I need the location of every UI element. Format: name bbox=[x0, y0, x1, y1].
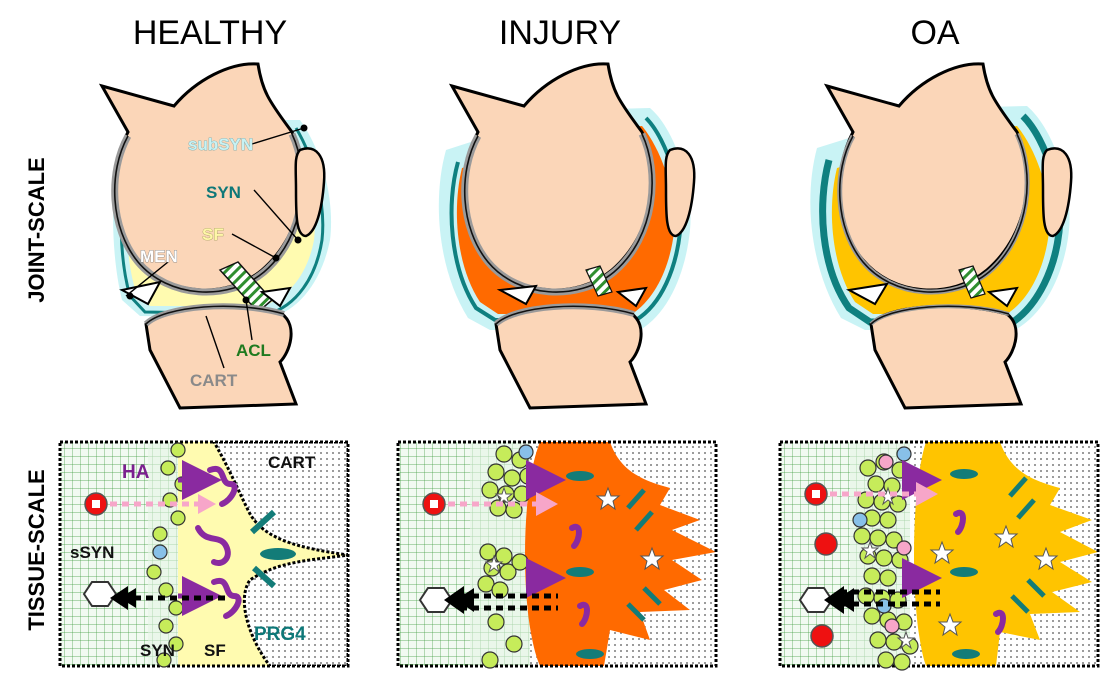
label-sf-tissue: SF bbox=[204, 641, 226, 660]
prg4-chondrocyte bbox=[260, 548, 296, 560]
row-title-joint-scale: JOINT-SCALE bbox=[24, 157, 49, 302]
label-syn-tissue: SYN bbox=[140, 641, 175, 660]
column-title-healthy: HEALTHY bbox=[133, 14, 287, 52]
label-cart: CART bbox=[190, 371, 238, 390]
label-sf: SF bbox=[202, 225, 224, 244]
macrophage bbox=[897, 447, 911, 461]
row-title-tissue-scale: TISSUE-SCALE bbox=[24, 469, 49, 630]
red-blood-cell bbox=[811, 625, 833, 647]
prg4-chondrocyte bbox=[950, 469, 978, 479]
red-blood-cell bbox=[815, 533, 837, 555]
label-men: MEN bbox=[140, 247, 178, 266]
label-cart-tissue: CART bbox=[268, 453, 316, 472]
label-ssyn: sSYN bbox=[70, 543, 114, 562]
tissue-healthy: HA CART sSYN SYN SF PRG4 bbox=[60, 442, 348, 667]
prg4-chondrocyte bbox=[566, 471, 594, 481]
column-title-oa: OA bbox=[910, 14, 959, 52]
joint-healthy: subSYN SYN SF MEN ACL CART bbox=[102, 64, 331, 408]
label-syn: SYN bbox=[206, 183, 241, 202]
label-prg4: PRG4 bbox=[254, 624, 306, 645]
prg4-chondrocyte bbox=[950, 567, 978, 577]
label-ha: HA bbox=[122, 462, 150, 483]
tissue-oa bbox=[780, 442, 1098, 670]
pink-cell bbox=[879, 455, 893, 469]
joint-oa bbox=[810, 64, 1071, 408]
tibia-bone bbox=[146, 306, 296, 408]
prg4-chondrocyte bbox=[576, 649, 604, 659]
pink-cell bbox=[897, 541, 911, 555]
prg4-chondrocyte bbox=[952, 649, 980, 659]
tibia-bone bbox=[871, 306, 1021, 408]
tibia-bone bbox=[496, 306, 646, 408]
joint-injury bbox=[439, 64, 694, 408]
pink-cell bbox=[885, 619, 899, 633]
tissue-injury bbox=[398, 442, 716, 668]
macrophage bbox=[853, 513, 867, 527]
label-subsyn: subSYN bbox=[188, 135, 253, 154]
label-acl: ACL bbox=[236, 341, 271, 360]
solute-hexagon bbox=[84, 582, 116, 606]
macrophage bbox=[519, 445, 533, 459]
prg4-chondrocyte bbox=[566, 567, 594, 577]
column-title-injury: INJURY bbox=[499, 14, 621, 52]
macrophage bbox=[153, 545, 167, 559]
